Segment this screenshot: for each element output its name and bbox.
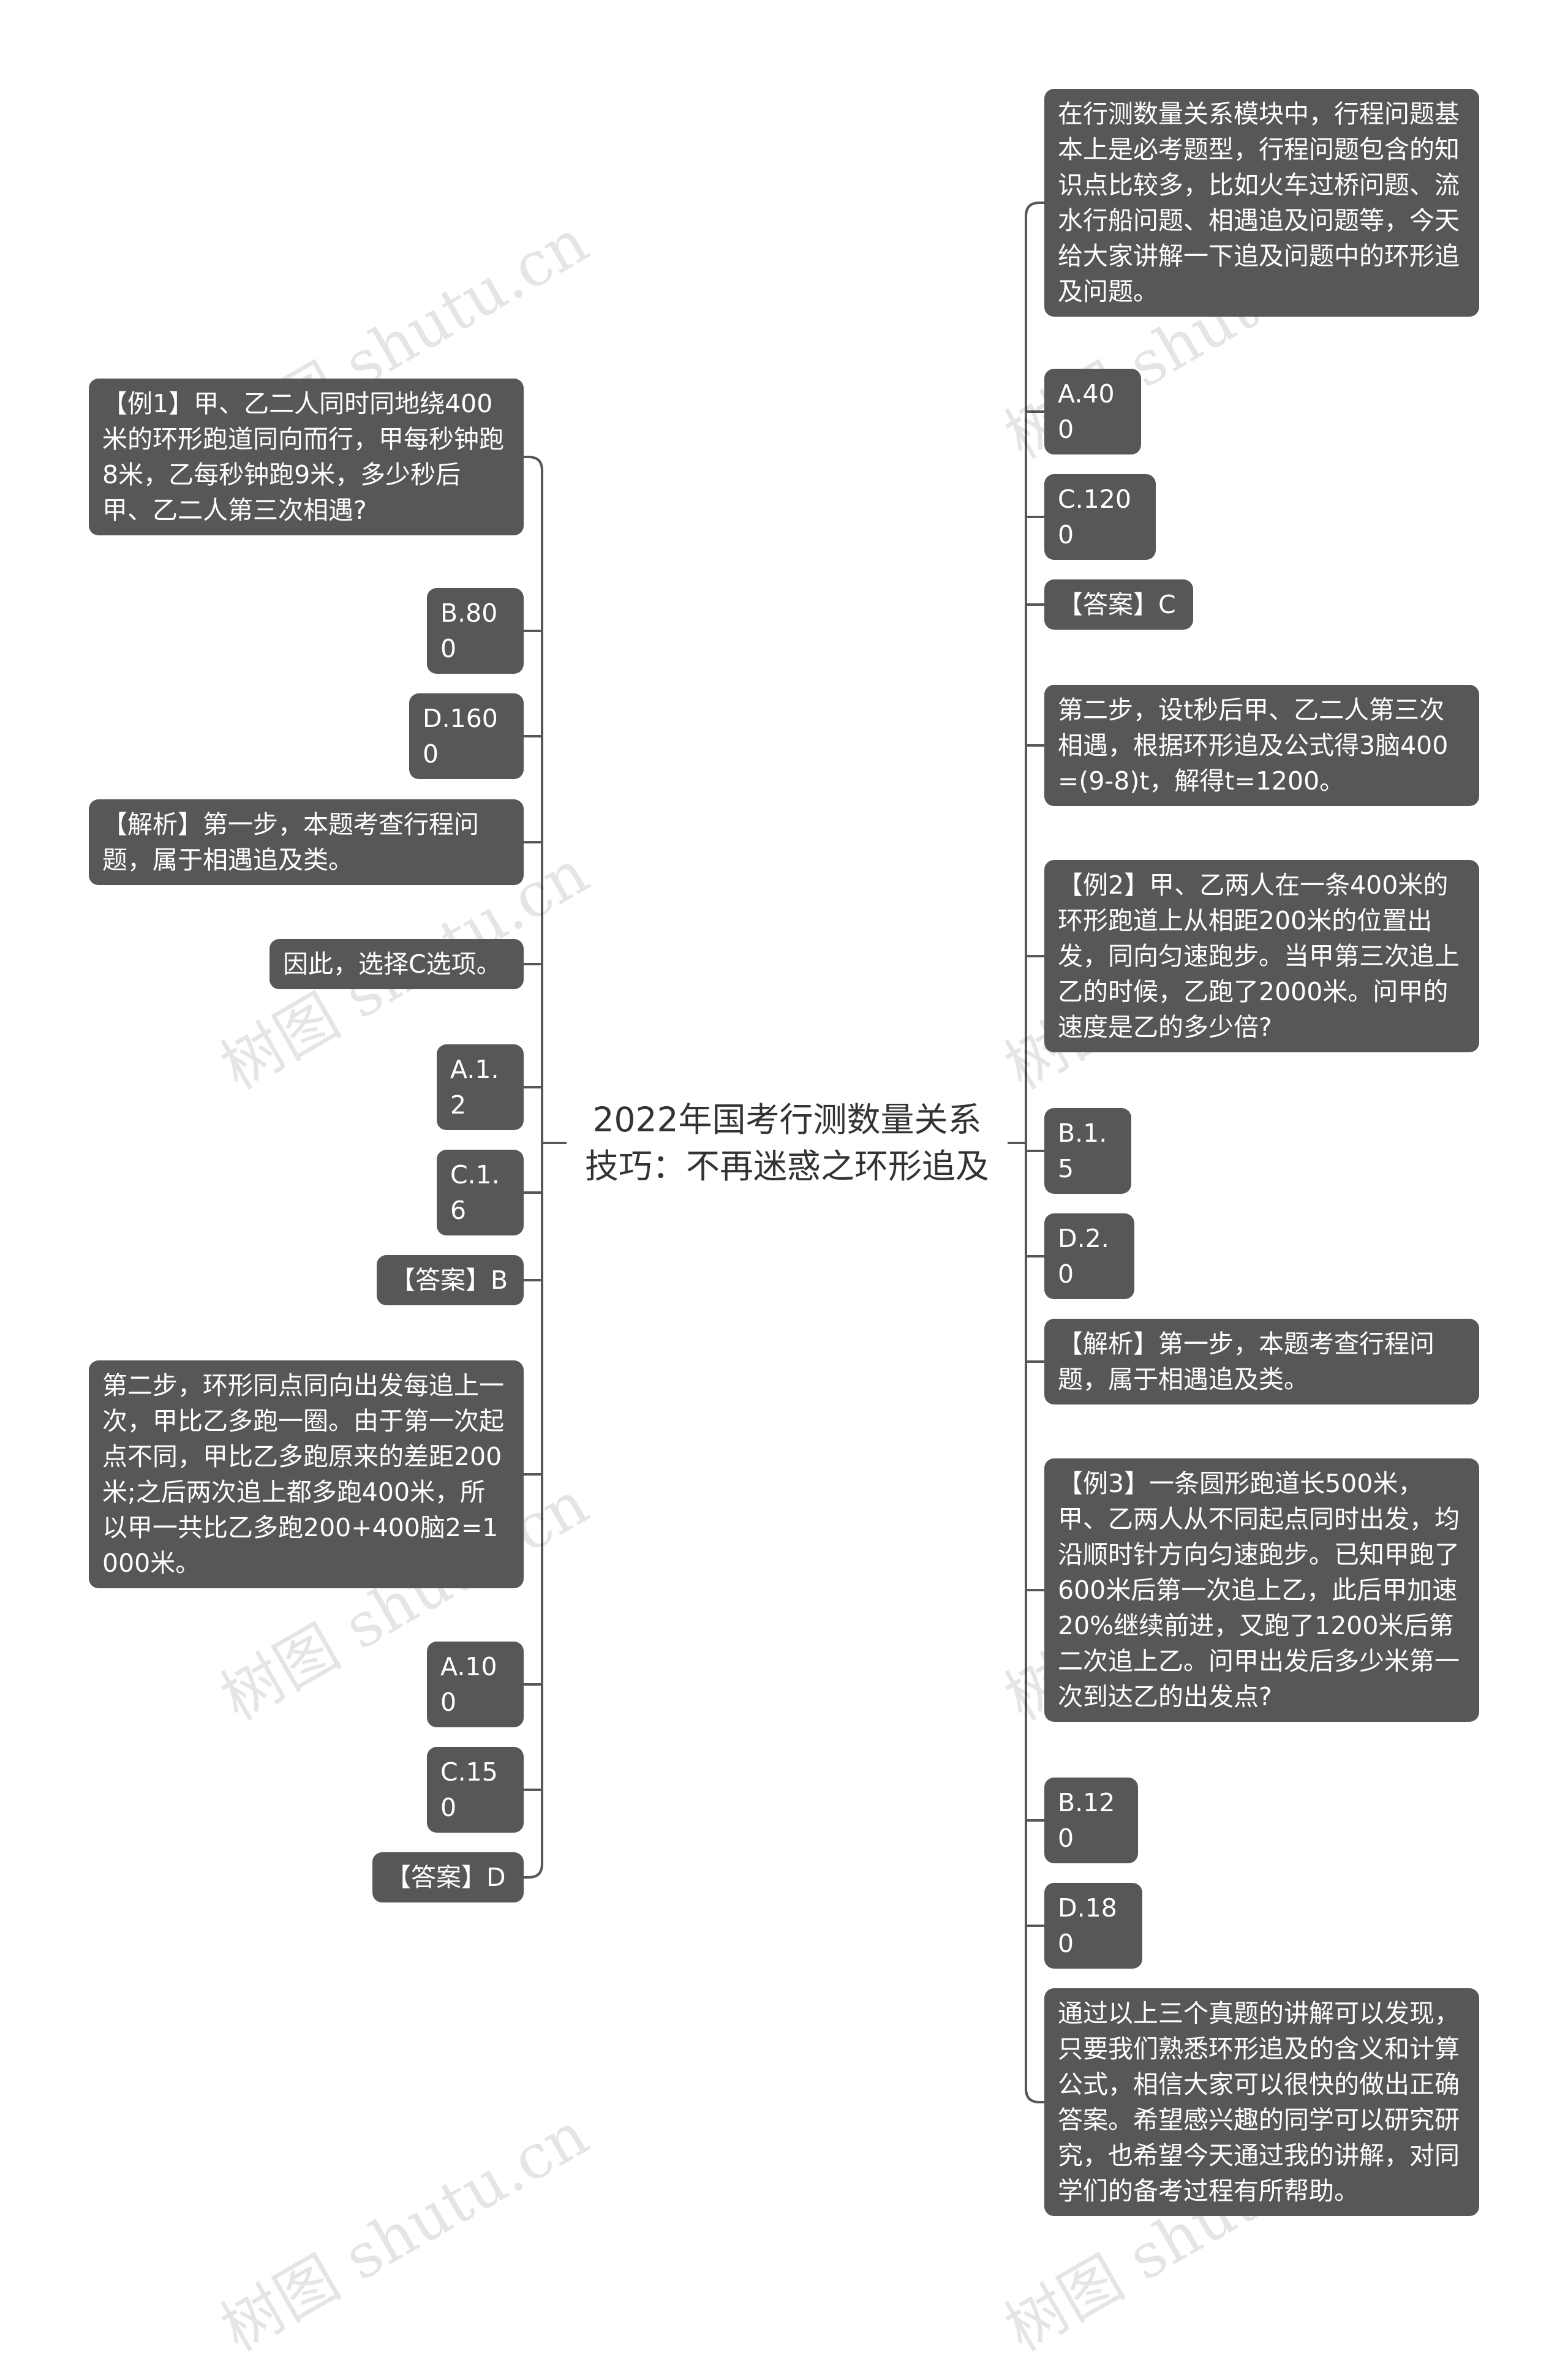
left-node-option-d1600[interactable]: D.1600: [409, 693, 524, 779]
connector-line: [524, 456, 543, 471]
left-node-answer-b[interactable]: 【答案】B: [377, 1255, 524, 1305]
left-node-option-c16[interactable]: C.1.6: [437, 1150, 524, 1235]
left-node-answer-d[interactable]: 【答案】D: [372, 1852, 524, 1902]
right-node-option-a400[interactable]: A.400: [1044, 369, 1141, 454]
right-node-option-b120[interactable]: B.120: [1044, 1778, 1138, 1863]
right-node-option-d20[interactable]: D.2.0: [1044, 1213, 1134, 1299]
connector-line: [1025, 2088, 1044, 2103]
left-node-option-b800[interactable]: B.800: [427, 588, 524, 674]
right-node-example3[interactable]: 【例3】一条圆形跑道长500米，甲、乙两人从不同起点同时出发，均沿顺时针方向匀速…: [1044, 1458, 1479, 1722]
right-node-summary[interactable]: 通过以上三个真题的讲解可以发现，只要我们熟悉环形追及的含义和计算公式，相信大家可…: [1044, 1988, 1479, 2216]
left-node-option-a100[interactable]: A.100: [427, 1642, 524, 1727]
right-node-option-d180[interactable]: D.180: [1044, 1883, 1142, 1969]
right-node-option-c1200[interactable]: C.1200: [1044, 474, 1156, 560]
left-node-option-c150[interactable]: C.150: [427, 1747, 524, 1833]
right-node-option-b15[interactable]: B.1.5: [1044, 1108, 1131, 1194]
connector-line: [1025, 202, 1044, 217]
right-node-answer-c[interactable]: 【答案】C: [1044, 579, 1193, 630]
connector-line: [524, 1863, 543, 1879]
right-node-analysis[interactable]: 【解析】第一步，本题考查行程问题，属于相遇追及类。: [1044, 1319, 1479, 1405]
left-node-option-a12[interactable]: A.1.2: [437, 1044, 524, 1130]
right-node-step2[interactable]: 第二步，设t秒后甲、乙二人第三次相遇，根据环形追及公式得3脑400=(9-8)t…: [1044, 685, 1479, 806]
left-node-example1[interactable]: 【例1】甲、乙二人同时同地绕400米的环形跑道同向而行，甲每秒钟跑8米，乙每秒钟…: [89, 379, 524, 535]
left-node-conclusion[interactable]: 因此，选择C选项。: [270, 939, 524, 989]
root-topic[interactable]: 2022年国考行测数量关系技巧：不再迷惑之环形追及: [584, 1100, 989, 1186]
right-node-example2[interactable]: 【例2】甲、乙两人在一条400米的环形跑道上从相距200米的位置出发，同向匀速跑…: [1044, 860, 1479, 1052]
left-node-analysis[interactable]: 【解析】第一步，本题考查行程问题，属于相遇追及类。: [89, 799, 524, 885]
left-node-step2[interactable]: 第二步，环形同点同向出发每追上一次，甲比乙多跑一圈。由于第一次起点不同，甲比乙多…: [89, 1360, 524, 1588]
right-node-intro[interactable]: 在行测数量关系模块中，行程问题基本上是必考题型，行程问题包含的知识点比较多，比如…: [1044, 89, 1479, 317]
